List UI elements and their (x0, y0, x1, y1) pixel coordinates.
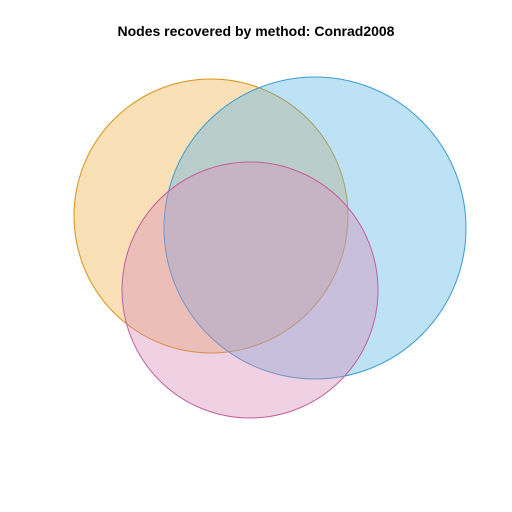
diagram-title: Nodes recovered by method: Conrad2008 (117, 23, 395, 39)
venn-circle-c (121, 161, 379, 419)
venn-circle-a (73, 78, 349, 354)
venn-circle-b (163, 76, 467, 380)
